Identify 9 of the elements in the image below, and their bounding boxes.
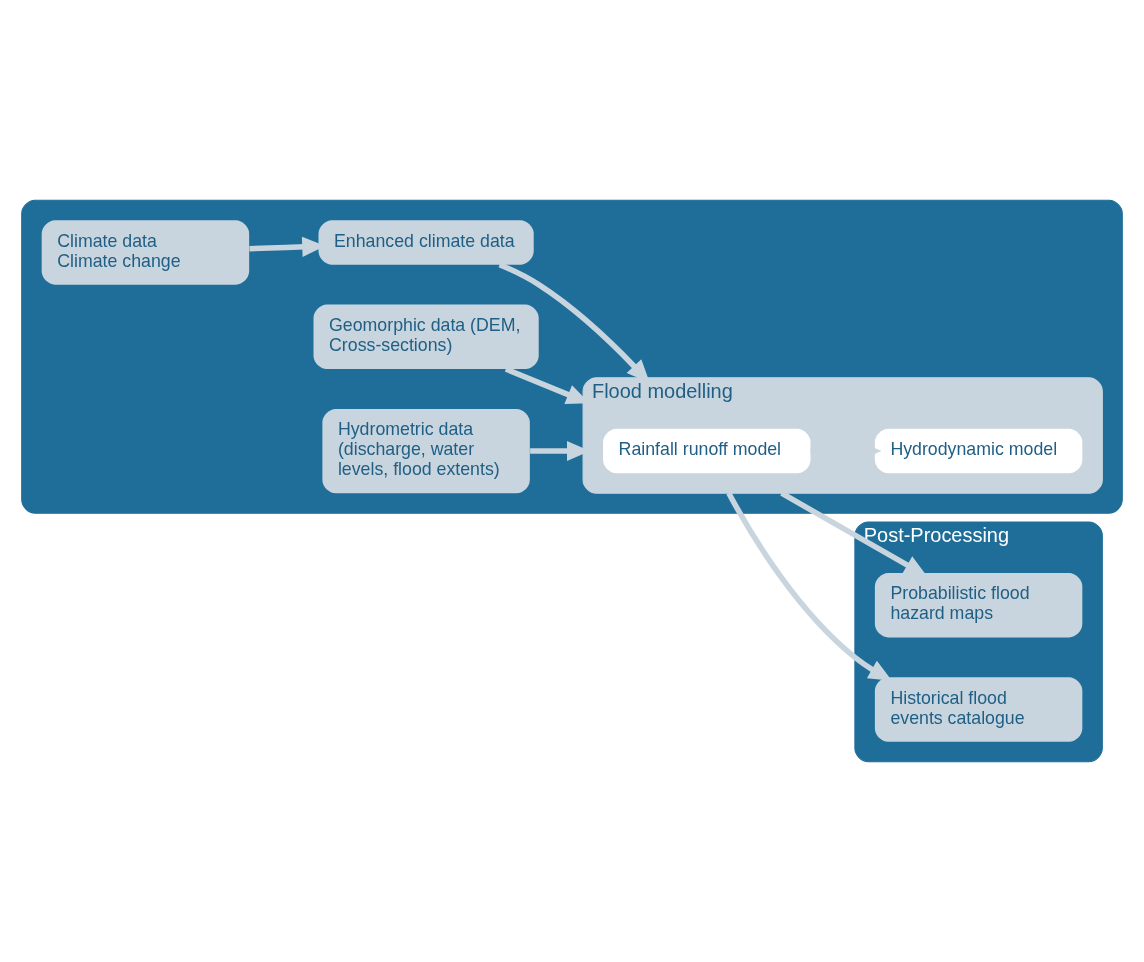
node-box: Hydrodynamic model	[874, 428, 1083, 474]
node-box: Climate data Climate change	[41, 220, 250, 285]
node-box: Rainfall runoff model	[603, 428, 811, 474]
node-box: Enhanced climate data	[318, 220, 534, 265]
node-box: Probabilistic flood hazard maps	[874, 573, 1083, 638]
node-box: Historical flood events catalogue	[874, 677, 1083, 742]
cluster	[21, 199, 1123, 514]
node-box: Hydrometric data (discharge, water levels, flood extents)	[322, 408, 530, 494]
node-box: Geomorphic data (DEM, Cross-sections)	[313, 304, 539, 369]
